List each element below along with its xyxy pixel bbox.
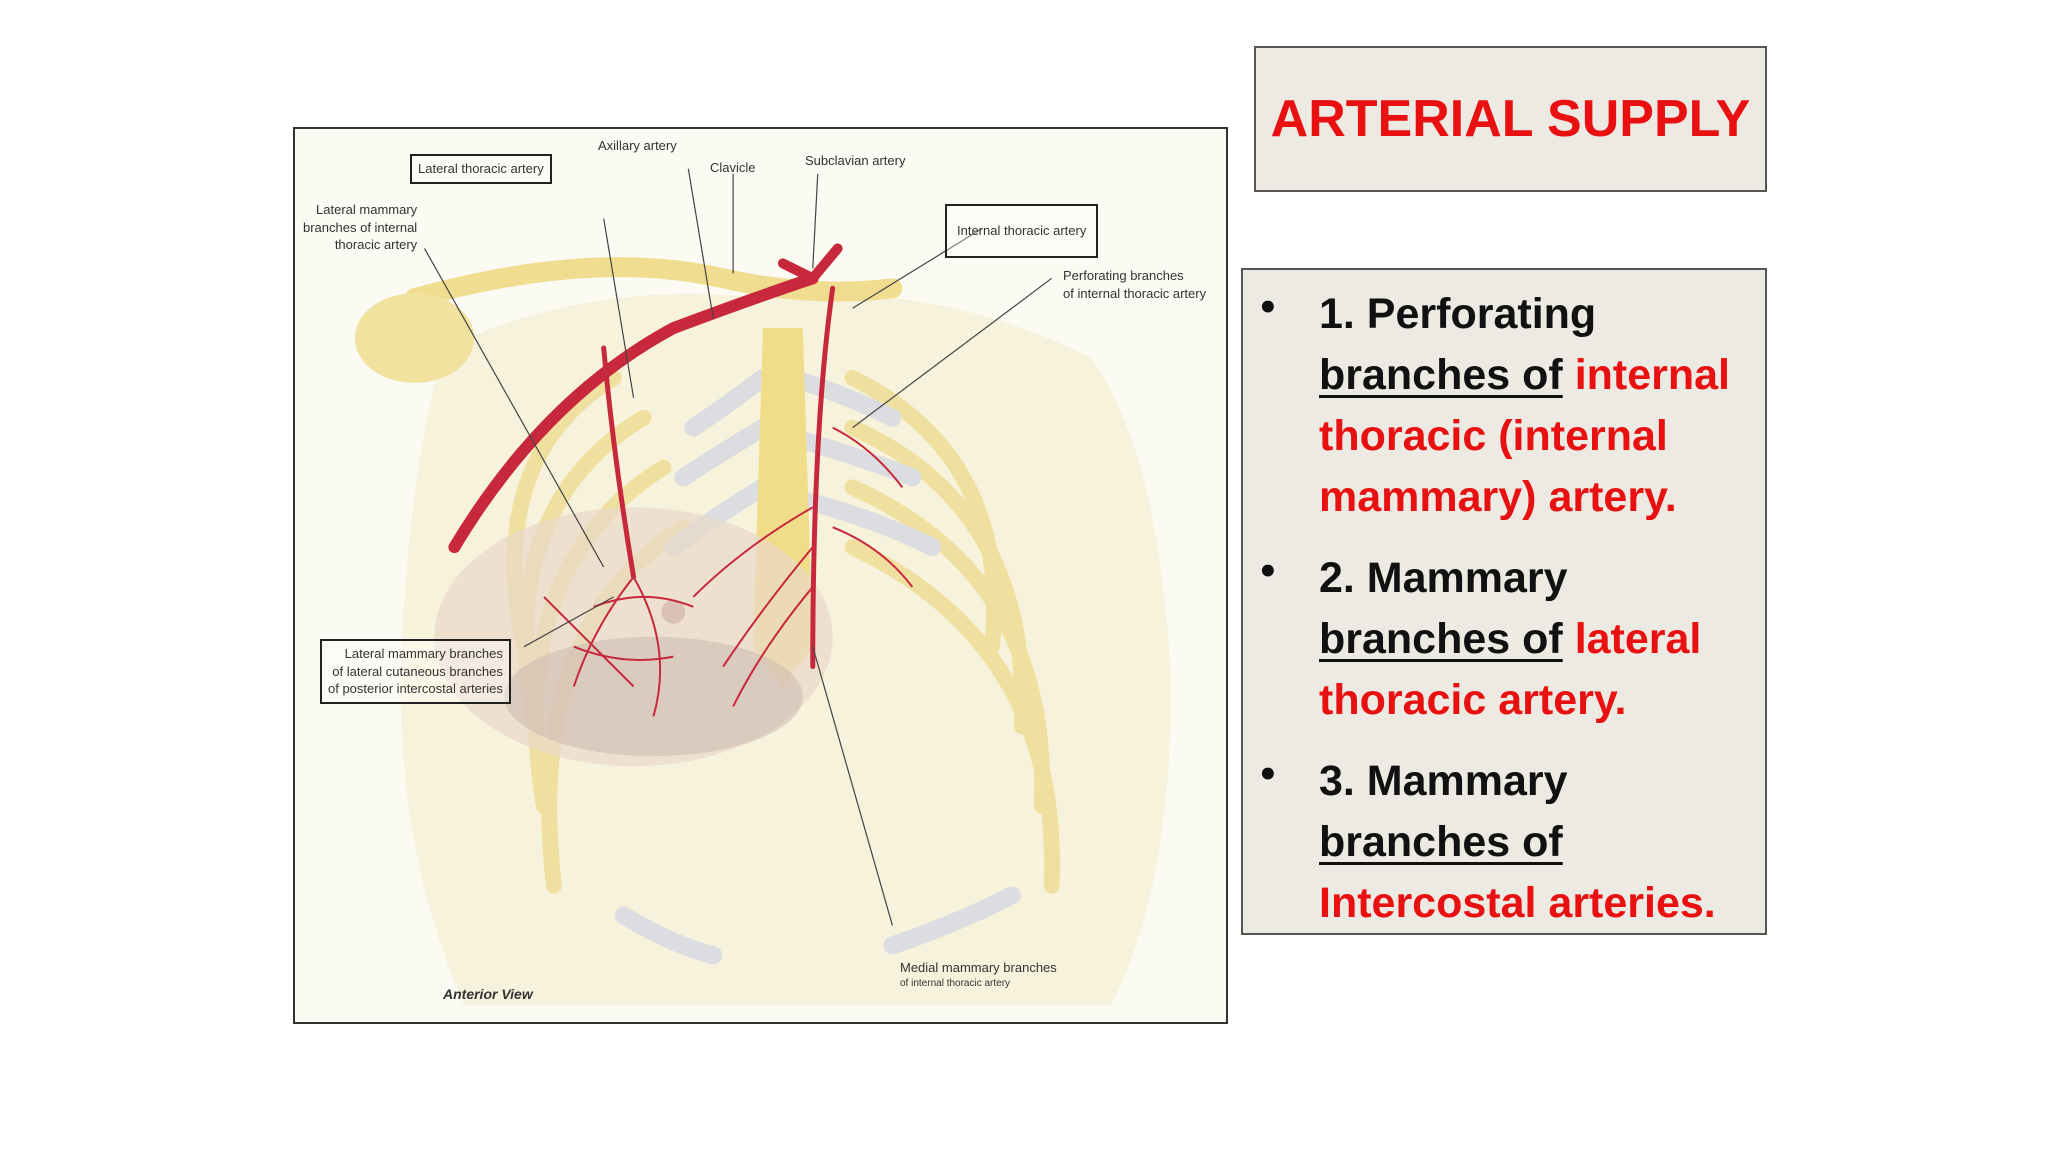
label-line: Lateral mammary (316, 202, 418, 217)
label-axillary-artery: Axillary artery (598, 138, 677, 153)
label-lateral-mammary-internal: Lateral mammary branches of internal tho… (303, 201, 417, 254)
bullet-icon: • (1257, 755, 1279, 795)
bullet-icon: • (1257, 552, 1279, 592)
slide-title: ARTERIAL SUPPLY (1270, 90, 1751, 148)
thorax-illustration (354, 168, 1172, 1006)
label-line: of lateral cutaneous branches (332, 663, 503, 679)
item-lead: 2. Mammary (1319, 554, 1568, 602)
item-red-text: lateral thoracic artery. (1319, 615, 1702, 724)
label-medial-mammary-branches: Medial mammary branches of internal thor… (900, 959, 1057, 990)
label-anterior-view: Anterior View (443, 986, 533, 1002)
arterial-supply-list: • 1. Perforating branches of internal th… (1241, 268, 1767, 935)
list-item: • 2. Mammary branches of lateral thoraci… (1257, 548, 1745, 731)
label-line: branches of internal (303, 219, 418, 235)
label-perforating-branches: Perforating branches of internal thoraci… (1063, 267, 1206, 302)
label-line: Perforating branches (1063, 268, 1184, 283)
label-subclavian-artery: Subclavian artery (805, 153, 906, 168)
bullet-icon: • (1257, 288, 1279, 328)
item-underlined: branches of (1319, 351, 1563, 399)
item-red-text: Intercostal arteries. (1319, 879, 1716, 927)
item-underlined: branches of (1319, 615, 1563, 663)
label-internal-thoracic-artery: Internal thoracic artery (945, 204, 1099, 258)
item-lead: 1. Perforating (1319, 290, 1597, 338)
label-line: Medial mammary branches (900, 960, 1057, 975)
label-lateral-thoracic-artery: Lateral thoracic artery (410, 154, 552, 184)
title-box: ARTERIAL SUPPLY (1254, 46, 1767, 192)
label-lateral-mammary-posterior: Lateral mammary branches of lateral cuta… (320, 639, 511, 704)
list-item-text: 2. Mammary branches of lateral thoracic … (1319, 548, 1745, 731)
label-clavicle: Clavicle (710, 160, 756, 175)
label-line: Lateral mammary branches (344, 646, 503, 661)
list-item-text: 1. Perforating branches of internal thor… (1319, 284, 1745, 528)
label-line: of posterior intercostal arteries (328, 681, 503, 697)
list-item-text: 3. Mammary branches of Intercostal arter… (1319, 751, 1745, 934)
anatomy-figure: Axillary artery Clavicle Subclavian arte… (293, 127, 1228, 1024)
item-underlined: branches of (1319, 818, 1563, 866)
item-lead: 3. Mammary (1319, 757, 1568, 805)
item-red-text: internal thoracic (internal mammary) art… (1319, 351, 1730, 521)
list-item: • 1. Perforating branches of internal th… (1257, 284, 1745, 528)
label-line: of internal thoracic artery (1063, 285, 1207, 301)
label-line: of internal thoracic artery (900, 977, 1011, 989)
list-item: • 3. Mammary branches of Intercostal art… (1257, 751, 1745, 934)
label-line: thoracic artery (334, 237, 418, 253)
